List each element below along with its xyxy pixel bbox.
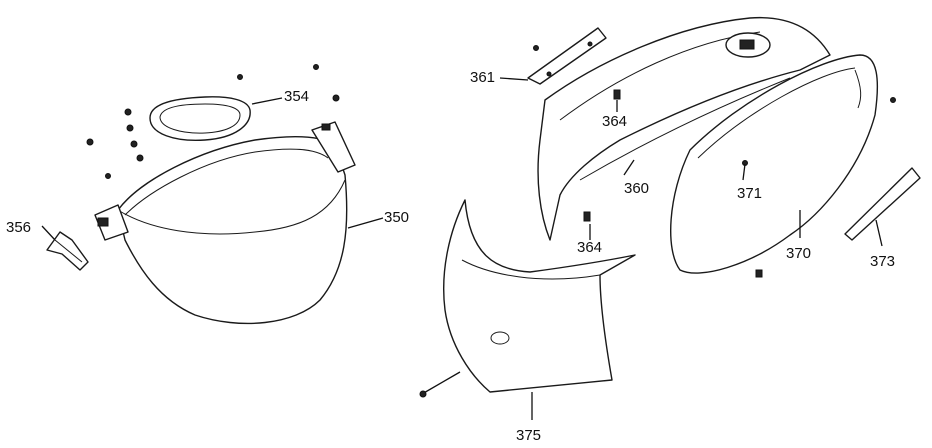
part-375-lower-cover: [419, 199, 636, 398]
bin-screws: [86, 64, 340, 179]
callout-354: 354: [284, 88, 309, 105]
callout-371: 371: [737, 185, 762, 202]
callout-361: 361: [470, 69, 495, 86]
callout-364-upper: 364: [602, 113, 627, 130]
part-356-clip: [46, 231, 89, 271]
part-370-side-cover: [669, 54, 879, 278]
callout-360: 360: [624, 180, 649, 197]
callout-375: 375: [516, 427, 541, 444]
callout-350: 350: [384, 209, 409, 226]
callout-370: 370: [786, 245, 811, 262]
part-360-body-frame: [537, 16, 831, 241]
leader-lines: [41, 77, 883, 420]
callout-364-lower: 364: [577, 239, 602, 256]
callout-356: 356: [6, 219, 31, 236]
part-350-storage-bin: [94, 121, 356, 325]
part-361-bracket: [527, 27, 607, 85]
part-373-trim-strip: [844, 97, 921, 241]
callout-373: 373: [870, 253, 895, 270]
part-354-lid: [149, 96, 251, 141]
